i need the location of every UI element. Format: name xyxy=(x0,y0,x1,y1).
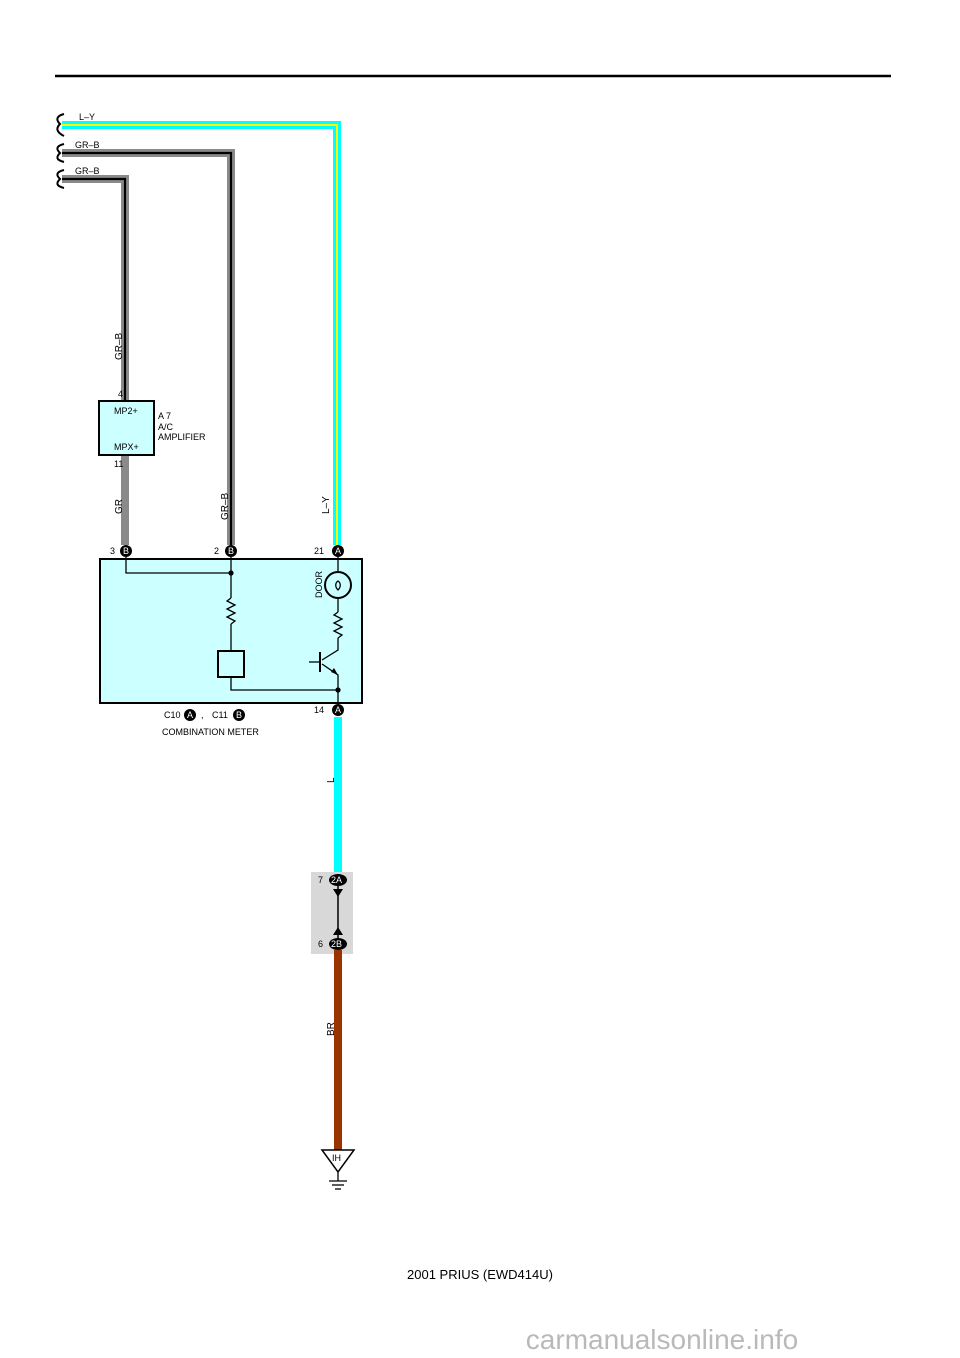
junction-pin-6: 6 xyxy=(318,939,323,949)
amplifier-pin-11: 11 xyxy=(114,459,123,469)
wire-break-brackets xyxy=(56,113,65,189)
wire-label-ly-top: L–Y xyxy=(79,112,95,122)
amplifier-name-line1: A/C xyxy=(158,422,174,432)
ac-amplifier: 4 11 MP2+ MPX+ A 7 A/C AMPLIFIER xyxy=(98,389,206,469)
junction-conn-2a: 2A xyxy=(331,875,342,885)
combination-meter: 3 B 2 B 21 A DOOR xyxy=(99,545,363,737)
junction-connector: 7 2A 6 2B xyxy=(311,872,353,954)
wire-label-grb-amp-in: GR–B xyxy=(114,332,125,360)
meter-conn2-letter: B xyxy=(236,710,242,720)
meter-pin-3-conn: B xyxy=(123,546,129,556)
wire-gr-b-amplifier xyxy=(62,175,129,400)
meter-conn-separator: , xyxy=(201,710,204,720)
amplifier-terminal-mpx: MPX+ xyxy=(114,442,139,452)
wire-gr-b-meter xyxy=(62,149,235,545)
amplifier-name-line2: AMPLIFIER xyxy=(158,432,206,442)
ground-label: IH xyxy=(332,1153,341,1163)
meter-pin-21-conn: A xyxy=(335,546,341,556)
meter-internal-circuit xyxy=(125,557,352,703)
meter-conn1-letter: A xyxy=(187,710,193,720)
wire-label-grb-top-2: GR–B xyxy=(75,166,100,176)
junction-pin-7: 7 xyxy=(318,875,323,885)
meter-pin-14-num: 14 xyxy=(314,705,324,715)
junction-conn-2b: 2B xyxy=(331,939,342,949)
wire-label-br: BR xyxy=(326,1022,337,1036)
wire-label-grb-top-1: GR–B xyxy=(75,140,100,150)
amplifier-pin-4: 4 xyxy=(118,389,123,399)
amplifier-box xyxy=(98,400,155,456)
wire-label-grb-mid: GR–B xyxy=(220,492,231,520)
wire-label-ly-mid: L–Y xyxy=(321,496,332,514)
meter-door-label: DOOR xyxy=(314,570,324,598)
amplifier-ref: A 7 xyxy=(158,411,171,421)
footer-text: 2001 PRIUS (EWD414U) xyxy=(407,1267,553,1282)
meter-pin-21-num: 21 xyxy=(314,546,324,556)
meter-pin-2-conn: B xyxy=(228,546,234,556)
watermark: carmanualsonline.info xyxy=(526,1324,798,1355)
meter-name: COMBINATION METER xyxy=(162,727,259,737)
amplifier-terminal-mp2: MP2+ xyxy=(114,406,138,416)
meter-pin-14-conn: A xyxy=(335,705,341,715)
meter-pin-3-num: 3 xyxy=(110,546,115,556)
meter-conn1: C10 xyxy=(164,710,181,720)
ground-symbol: IH xyxy=(320,1149,356,1190)
meter-pin-2-num: 2 xyxy=(214,546,219,556)
meter-conn2: C11 xyxy=(212,710,228,720)
wire-label-gr: GR xyxy=(114,499,125,514)
wire-label-l: L xyxy=(326,777,337,783)
wire-l-y xyxy=(62,121,341,545)
